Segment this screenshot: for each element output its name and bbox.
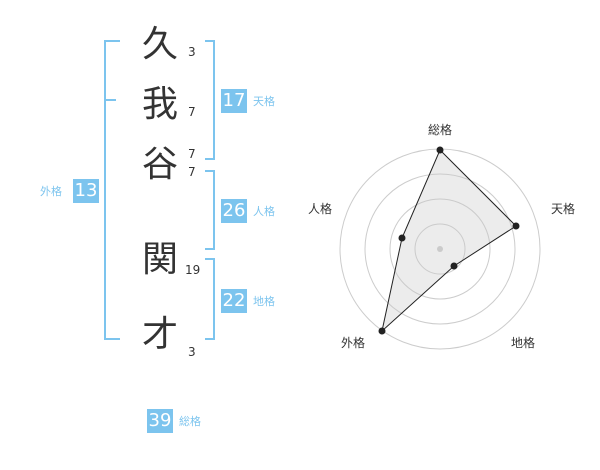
jinkaku-badge: 26 xyxy=(221,199,247,223)
radar-point-chikaku xyxy=(450,262,458,270)
stroke-count-1: 3 xyxy=(188,45,196,59)
jinkaku-label: 人格 xyxy=(253,205,275,218)
jinkaku-bracket xyxy=(205,170,215,250)
radar-axis-label-gaikaku: 外格 xyxy=(341,335,365,350)
name-char-2: 我 xyxy=(142,84,179,125)
chikaku-bracket xyxy=(205,258,215,340)
radar-ring-2 xyxy=(364,173,516,325)
gaikaku-badge: 13 xyxy=(73,179,99,203)
gaikaku-bracket xyxy=(104,40,120,340)
stroke-count-2: 7 xyxy=(188,105,196,119)
tenkaku-label: 天格 xyxy=(253,95,275,108)
tenkaku-bracket xyxy=(205,40,215,160)
radar-point-tenkaku xyxy=(512,222,520,230)
gaikaku-label: 外格 xyxy=(40,185,62,198)
name-char-5: 才 xyxy=(142,314,179,355)
stroke-count-3: 7 xyxy=(188,147,196,161)
name-char-4: 関 xyxy=(142,239,179,280)
radar-ring-3 xyxy=(389,198,491,300)
radar-center xyxy=(437,246,443,252)
tenkaku-badge: 17 xyxy=(221,89,247,113)
chikaku-badge: 22 xyxy=(221,289,247,313)
stroke-count-4: 19 xyxy=(185,263,201,277)
soukaku-badge: 39 xyxy=(147,409,173,433)
bracket-tick xyxy=(104,99,116,101)
chikaku-label: 地格 xyxy=(253,295,275,308)
name-char-3: 谷 xyxy=(142,144,179,185)
radar-area xyxy=(381,149,517,333)
given-first-stroke-count: 7 xyxy=(188,165,196,179)
stroke-count-5: 3 xyxy=(188,345,196,359)
radar-axis-label-tenkaku: 天格 xyxy=(551,201,575,216)
radar-axis-label-jinkaku: 人格 xyxy=(308,201,332,216)
radar-point-gaikaku xyxy=(378,327,386,335)
radar-axis-label-chikaku: 地格 xyxy=(511,335,535,350)
name-char-1: 久 xyxy=(142,24,179,65)
radar-point-jinkaku xyxy=(398,234,406,242)
radar-axis-label-soukaku: 総格 xyxy=(428,122,452,137)
radar-point-soukaku xyxy=(436,146,444,154)
radar-ring-4 xyxy=(414,223,466,275)
soukaku-label: 総格 xyxy=(179,415,201,428)
